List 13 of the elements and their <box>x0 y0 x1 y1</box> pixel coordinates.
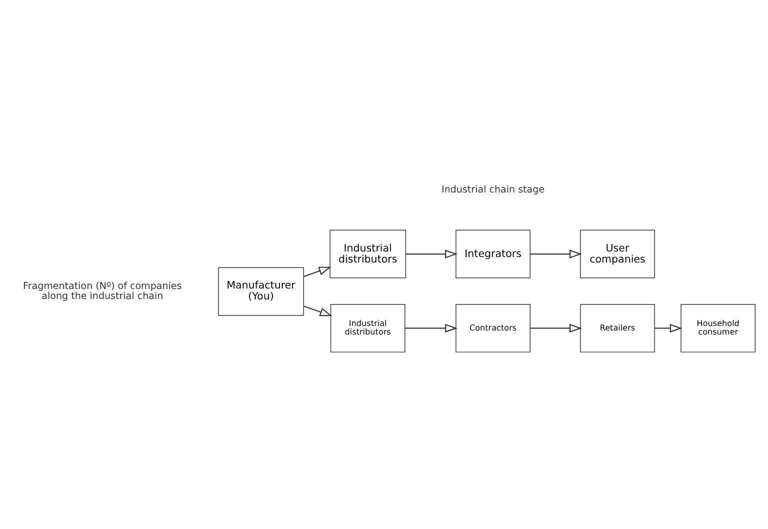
label: Industrial chain stage <box>442 184 545 196</box>
node-box: Industrial distributors <box>330 230 406 278</box>
arrow <box>304 306 332 316</box>
node-box: Manufacturer (You) <box>218 267 304 316</box>
arrow <box>654 324 682 333</box>
arrow <box>530 250 582 258</box>
node-box: User companies <box>580 230 655 278</box>
node-box: Integrators <box>456 230 530 278</box>
arrow <box>530 324 582 333</box>
arrow <box>406 250 458 258</box>
arrow <box>405 324 458 333</box>
label: Fragmentation (Nº) of companies along the industrial chain <box>23 280 182 302</box>
arrow <box>304 266 332 278</box>
